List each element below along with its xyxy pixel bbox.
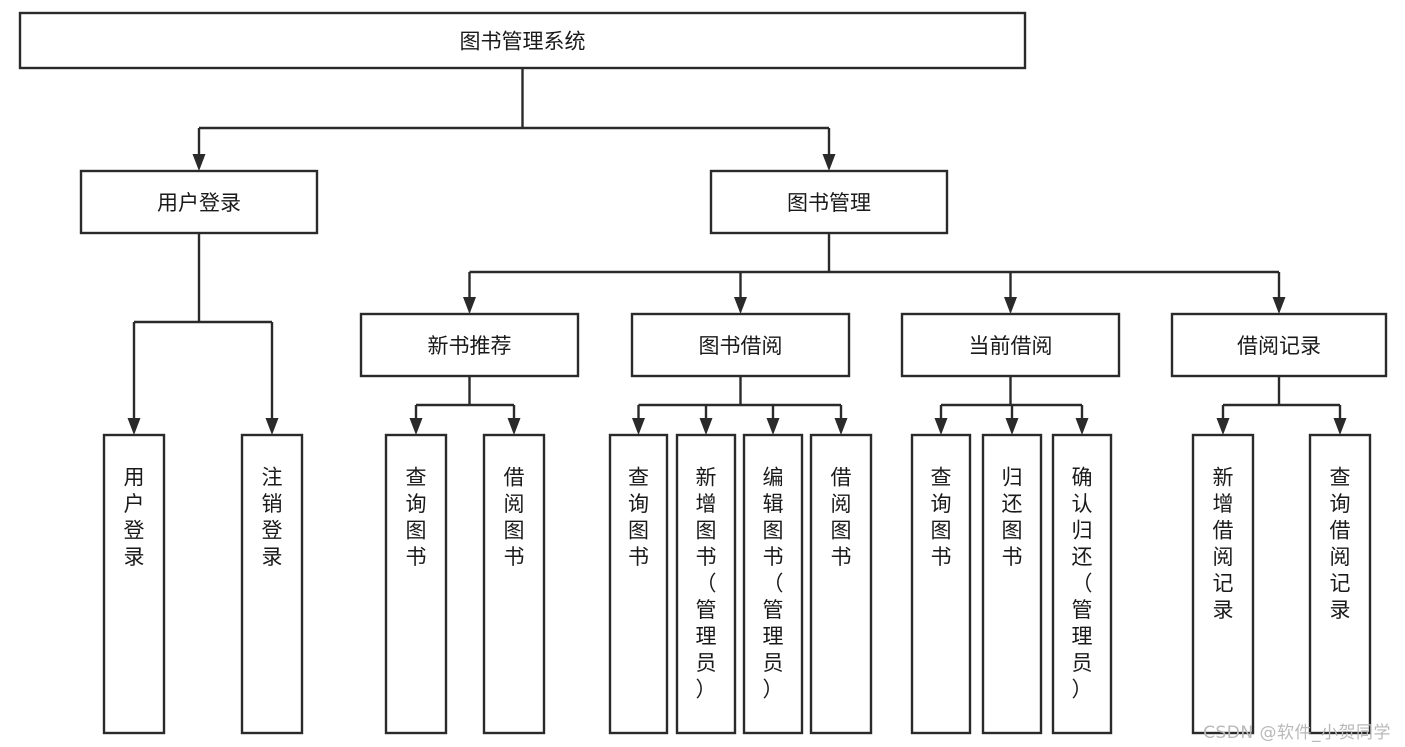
edge-group-record: [1216, 376, 1347, 435]
arrow-head-icon: [1333, 418, 1347, 435]
node-box: [482, 433, 546, 735]
node-label: 编辑图书（管理员）: [763, 465, 784, 701]
arrow-head-icon: [1075, 418, 1089, 435]
node-box: [1308, 433, 1372, 735]
node-borrow[interactable]: 图书借阅: [630, 312, 851, 378]
node-login-2[interactable]: 注销登录: [240, 433, 304, 735]
edge-group-current: [934, 376, 1089, 435]
arrow-head-icon: [834, 418, 848, 435]
arrow-head-icon: [632, 418, 645, 435]
node-box: [240, 433, 304, 735]
arrow-head-icon: [1216, 418, 1230, 435]
node-box: [630, 312, 851, 378]
node-box: [1170, 312, 1388, 378]
node-box: [809, 433, 873, 735]
node-label: 图书管理系统: [460, 30, 586, 54]
node-label: 新增图书（管理员）: [696, 465, 717, 701]
node-current-3[interactable]: 确认归还（管理员）: [1051, 433, 1113, 735]
node-borrow-2[interactable]: 新增图书（管理员）: [675, 433, 737, 735]
node-label: 新增借阅记录: [1213, 465, 1234, 622]
arrow-head-icon: [409, 418, 423, 435]
node-label: 用户登录: [157, 191, 241, 215]
node-record-1[interactable]: 新增借阅记录: [1191, 433, 1255, 735]
arrow-head-icon: [766, 418, 780, 435]
arrow-head-icon: [1272, 297, 1286, 314]
node-bookmgmt[interactable]: 图书管理: [709, 169, 949, 235]
node-label: 归还图书: [1002, 465, 1023, 569]
node-newbook[interactable]: 新书推荐: [359, 312, 580, 378]
node-label: 用户登录: [124, 465, 145, 569]
node-label: 查询借阅记录: [1330, 465, 1351, 622]
node-label: 当前借阅: [969, 334, 1053, 358]
arrow-head-icon: [1004, 297, 1017, 314]
node-box: [742, 433, 804, 735]
node-box: [910, 433, 972, 735]
node-label: 查询图书: [931, 465, 952, 569]
node-box: [900, 312, 1121, 378]
arrow-head-icon: [1005, 418, 1019, 435]
node-label: 查询图书: [628, 465, 649, 569]
node-box: [79, 169, 319, 235]
node-current-2[interactable]: 归还图书: [981, 433, 1043, 735]
node-label: 借阅图书: [504, 465, 525, 569]
node-label: 注销登录: [262, 465, 283, 569]
arrow-head-icon: [127, 418, 141, 435]
arrow-head-icon: [265, 418, 279, 435]
node-box: [675, 433, 737, 735]
nodes-layer: 图书管理系统用户登录图书管理新书推荐图书借阅当前借阅借阅记录用户登录注销登录查询…: [18, 11, 1388, 735]
edge-group-newbook: [409, 376, 521, 435]
edge-group-borrow: [632, 376, 848, 435]
node-box: [1051, 433, 1113, 735]
node-current[interactable]: 当前借阅: [900, 312, 1121, 378]
edge-group-root: [192, 68, 836, 171]
node-label: 新书推荐: [428, 334, 512, 358]
node-newbook-1[interactable]: 查询图书: [384, 433, 448, 735]
node-root[interactable]: 图书管理系统: [18, 11, 1027, 70]
node-box: [359, 312, 580, 378]
node-box: [981, 433, 1043, 735]
node-box: [1191, 433, 1255, 735]
edges-layer: [127, 68, 1347, 435]
edge-group-bookmgmt: [463, 233, 1286, 314]
node-label: 确认归还（管理员）: [1072, 465, 1093, 701]
arrow-head-icon: [699, 418, 713, 435]
node-box: [18, 11, 1027, 70]
node-label: 借阅图书: [831, 465, 852, 569]
node-borrow-4[interactable]: 借阅图书: [809, 433, 873, 735]
node-record-2[interactable]: 查询借阅记录: [1308, 433, 1372, 735]
node-login-1[interactable]: 用户登录: [102, 433, 166, 735]
arrow-head-icon: [507, 418, 521, 435]
edge-group-login: [127, 233, 279, 435]
node-current-1[interactable]: 查询图书: [910, 433, 972, 735]
node-box: [102, 433, 166, 735]
node-label: 图书管理: [787, 191, 871, 215]
arrow-head-icon: [463, 297, 476, 314]
arrow-head-icon: [192, 154, 206, 171]
node-login[interactable]: 用户登录: [79, 169, 319, 235]
node-label: 借阅记录: [1237, 334, 1321, 358]
node-box: [608, 433, 669, 735]
node-label: 图书借阅: [699, 334, 783, 358]
node-borrow-1[interactable]: 查询图书: [608, 433, 669, 735]
arrow-head-icon: [934, 418, 948, 435]
arrow-head-icon: [822, 154, 836, 171]
node-newbook-2[interactable]: 借阅图书: [482, 433, 546, 735]
arrow-head-icon: [734, 297, 747, 314]
node-box: [384, 433, 448, 735]
node-record[interactable]: 借阅记录: [1170, 312, 1388, 378]
node-borrow-3[interactable]: 编辑图书（管理员）: [742, 433, 804, 735]
node-box: [709, 169, 949, 235]
node-label: 查询图书: [406, 465, 427, 569]
